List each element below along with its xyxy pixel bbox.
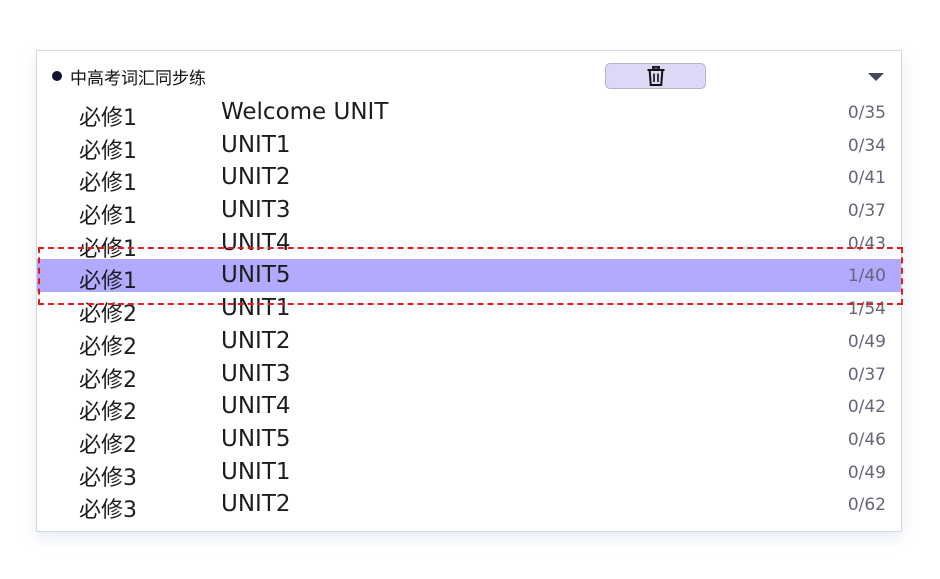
progress-count: 0/37 [847,201,886,222]
unit-label: UNIT1 [221,458,291,485]
unit-label: Welcome UNIT [221,99,389,125]
group-title: 中高考词汇同步练 [70,69,206,89]
progress-count: 0/49 [847,462,886,483]
book-label: 必修2 [79,302,137,328]
book-label: 必修1 [79,138,137,164]
progress-count: 0/41 [847,168,886,189]
lesson-row[interactable]: 必修2 UNIT5 0/46 [37,423,901,458]
triangle-down-icon [868,73,884,81]
book-label: 必修1 [79,204,137,230]
progress-count: 1/54 [847,299,886,320]
progress-count: 0/62 [847,495,886,516]
bullet-dot [52,71,62,81]
lesson-row[interactable]: 必修2 UNIT3 0/37 [37,358,901,393]
book-label: 必修2 [79,432,137,458]
unit-label: UNIT3 [221,360,291,387]
unit-label: UNIT4 [221,229,291,256]
progress-count: 0/46 [847,429,886,450]
book-label: 必修2 [79,367,137,393]
unit-label: UNIT4 [221,393,291,420]
lesson-row[interactable]: 必修1 UNIT1 0/34 [37,129,901,164]
lesson-row[interactable]: 必修2 UNIT2 0/49 [37,325,901,360]
unit-label: UNIT1 [221,131,291,158]
book-label: 必修1 [79,269,137,295]
book-label: 必修2 [79,334,137,360]
lesson-row[interactable]: 必修2 UNIT1 1/54 [37,292,901,328]
progress-count: 0/37 [847,364,886,385]
group-header: 中高考词汇同步练 [37,51,901,99]
book-label: 必修3 [79,498,137,524]
lesson-row[interactable]: 必修1 UNIT4 0/43 [37,227,901,262]
collapse-toggle[interactable] [866,67,886,85]
lesson-row[interactable]: 必修1 UNIT3 0/37 [37,194,901,230]
unit-label: UNIT2 [221,327,291,354]
progress-count: 0/43 [847,233,886,254]
trash-icon [647,66,664,86]
book-label: 必修3 [79,465,137,491]
progress-count: 0/35 [847,103,886,123]
lesson-row[interactable]: 必修2 UNIT4 0/42 [37,390,901,426]
book-label: 必修2 [79,400,137,426]
book-label: 必修1 [79,106,137,131]
progress-count: 1/40 [847,266,886,287]
lesson-row[interactable]: 必修3 UNIT1 0/49 [37,456,901,491]
unit-label: UNIT2 [221,164,291,191]
book-label: 必修1 [79,236,137,262]
lesson-row-selected[interactable]: 必修1 UNIT5 1/40 [37,259,901,295]
lesson-row[interactable]: 必修1 UNIT2 0/41 [37,161,901,197]
progress-count: 0/42 [847,397,886,418]
unit-label: UNIT2 [221,491,291,518]
unit-label: UNIT1 [221,295,291,322]
progress-count: 0/34 [847,135,886,156]
lesson-row[interactable]: 必修3 UNIT2 0/62 [37,488,901,524]
unit-label: UNIT5 [221,262,291,289]
progress-count: 0/49 [847,331,886,352]
delete-button[interactable] [605,63,706,89]
book-label: 必修1 [79,171,137,197]
unit-label: UNIT3 [221,197,291,224]
unit-label: UNIT5 [221,425,291,452]
lesson-row[interactable]: 必修1 Welcome UNIT 0/35 [37,96,901,131]
